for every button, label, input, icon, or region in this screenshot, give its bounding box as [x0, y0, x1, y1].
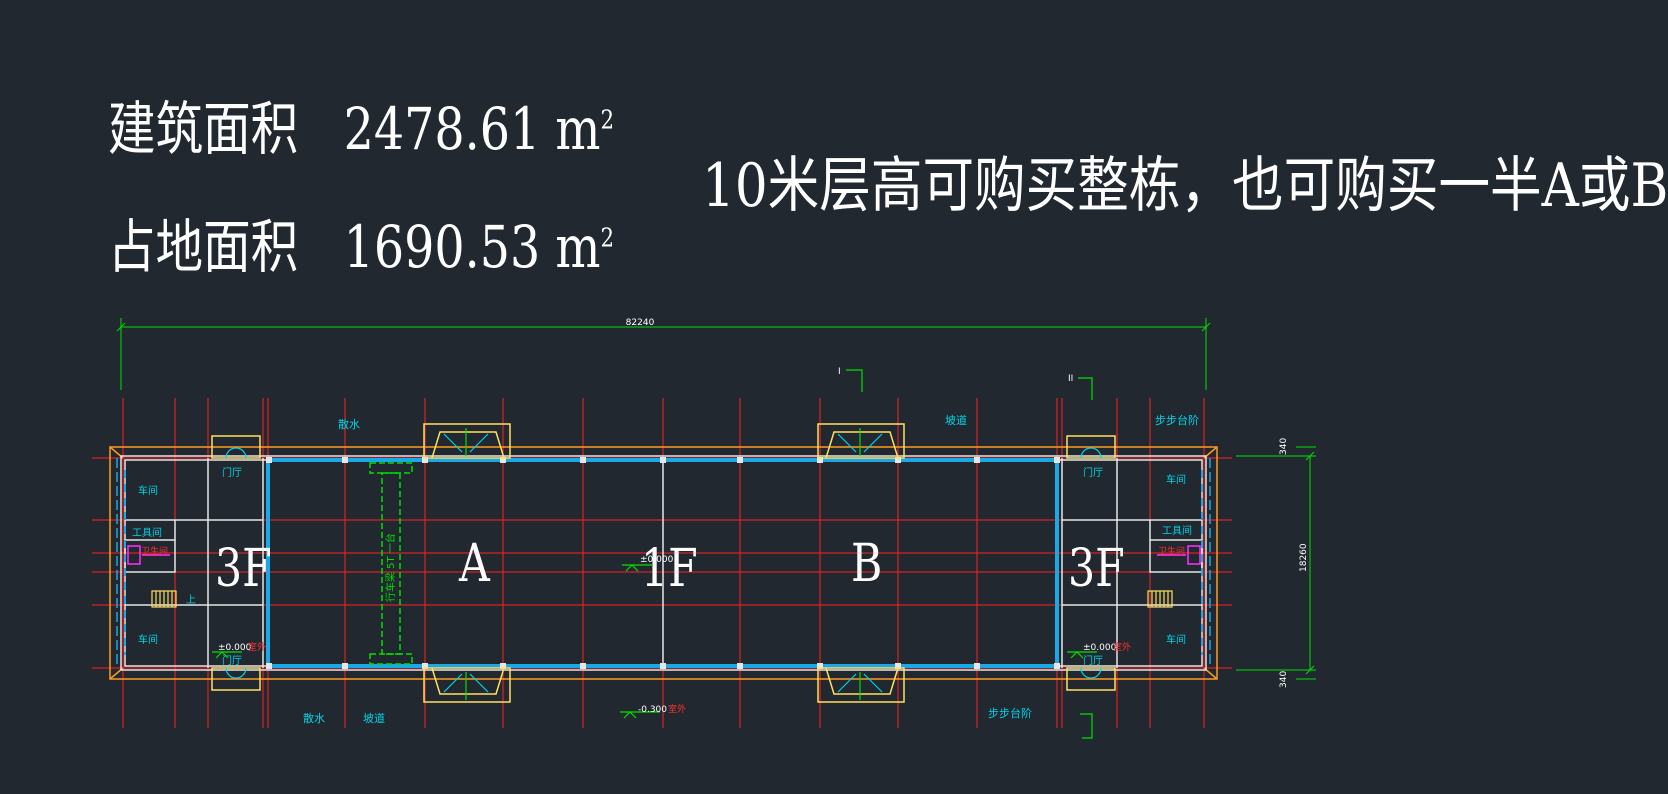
building-area-row: 建筑面积 2478.61 m2 — [108, 100, 614, 158]
car-room-bottom-left: 车间 — [138, 633, 158, 646]
door-swings — [225, 433, 1102, 693]
car-room-top-right: 车间 — [1166, 473, 1186, 486]
land-area-unit-exp: 2 — [600, 223, 615, 254]
edge-dim-top: 340 — [1279, 438, 1289, 455]
zone-left-3f: 3F — [215, 539, 272, 599]
restroom-fixtures — [127, 545, 1201, 565]
elevation-left: ±0.000 — [218, 643, 252, 653]
section-mark-2: II — [1068, 374, 1093, 739]
entrance-hall-top-right: 门厅 — [1083, 466, 1103, 479]
crane-label: 行车梁 5T 一台 — [384, 533, 397, 602]
door-arrows — [465, 428, 861, 700]
restroom-right: 卫生间 — [1158, 545, 1185, 557]
land-area-value: 1690.53 — [343, 213, 541, 281]
building-area-unit-exp: 2 — [600, 105, 615, 136]
zone-1f: 1F — [641, 539, 698, 599]
side-block-dashes — [124, 470, 1203, 655]
stair-label-left: 上 — [186, 594, 196, 606]
cad-drawing-canvas: { "stats": { "building_area_label": "建筑面… — [92, 100, 1668, 739]
tool-room-left: 工具间 — [132, 526, 162, 539]
car-room-bottom-right: 车间 — [1166, 633, 1186, 646]
step-bottom: 步步台阶 — [988, 706, 1032, 720]
step-top: 步步台阶 — [1155, 413, 1199, 427]
elevation-marks — [212, 564, 1097, 719]
car-room-top-left: 车间 — [138, 484, 158, 497]
zone-right-3f: 3F — [1068, 539, 1125, 599]
elevation-note-right: 室外 — [1113, 641, 1131, 653]
stairs-left — [151, 590, 177, 608]
entrance-hall-bottom-right: 门厅 — [1083, 654, 1103, 667]
building-outline — [109, 446, 1218, 680]
land-area-unit: m — [555, 213, 601, 281]
stairs-right — [1147, 590, 1173, 608]
elevation-right: ±0.000 — [1083, 643, 1117, 653]
overall-width-dim: 82240 — [626, 318, 655, 328]
elevation-note-bottom: 室外 — [668, 703, 686, 715]
left-block-walls — [124, 458, 264, 668]
entrance-hall-top-left: 门厅 — [222, 466, 242, 479]
vertical-dimension — [1236, 446, 1316, 680]
restroom-left: 卫生间 — [141, 545, 168, 557]
overall-dimension — [116, 318, 1211, 390]
svg-text:I: I — [838, 367, 841, 377]
headline: 10米层高可购买整栋，也可购买一半A或B — [702, 151, 1668, 221]
elevation-note-left: 室外 — [248, 641, 266, 653]
entrance-hall-bottom-left: 门厅 — [222, 654, 242, 667]
elevation-center: ±0.000 — [640, 555, 674, 565]
zone-a: A — [458, 534, 490, 594]
svg-text:II: II — [1068, 374, 1073, 384]
floor-plan: 82240 I II — [92, 318, 1316, 739]
edge-dim-bottom: 340 — [1279, 671, 1289, 688]
building-area-value: 2478.61 — [343, 95, 541, 163]
land-area-label: 占地面积 — [108, 213, 299, 281]
zone-b: B — [851, 534, 882, 594]
slope-top: 坡道 — [945, 413, 967, 427]
slope-bottom: 坡道 — [363, 711, 385, 725]
crane-beam — [369, 462, 413, 665]
elevation-minus: -0.300 — [638, 705, 667, 715]
scatter-water-bottom: 散水 — [303, 711, 325, 725]
scatter-water-top: 散水 — [338, 417, 360, 431]
tool-room-right: 工具间 — [1162, 524, 1192, 537]
depth-dim: 18260 — [1299, 543, 1309, 572]
building-area-unit: m — [555, 95, 601, 163]
entrance-canopies — [211, 423, 1116, 703]
section-mark-1: I — [838, 367, 863, 392]
building-area-label: 建筑面积 — [108, 95, 299, 163]
land-area-row: 占地面积 1690.53 m2 — [108, 218, 614, 276]
